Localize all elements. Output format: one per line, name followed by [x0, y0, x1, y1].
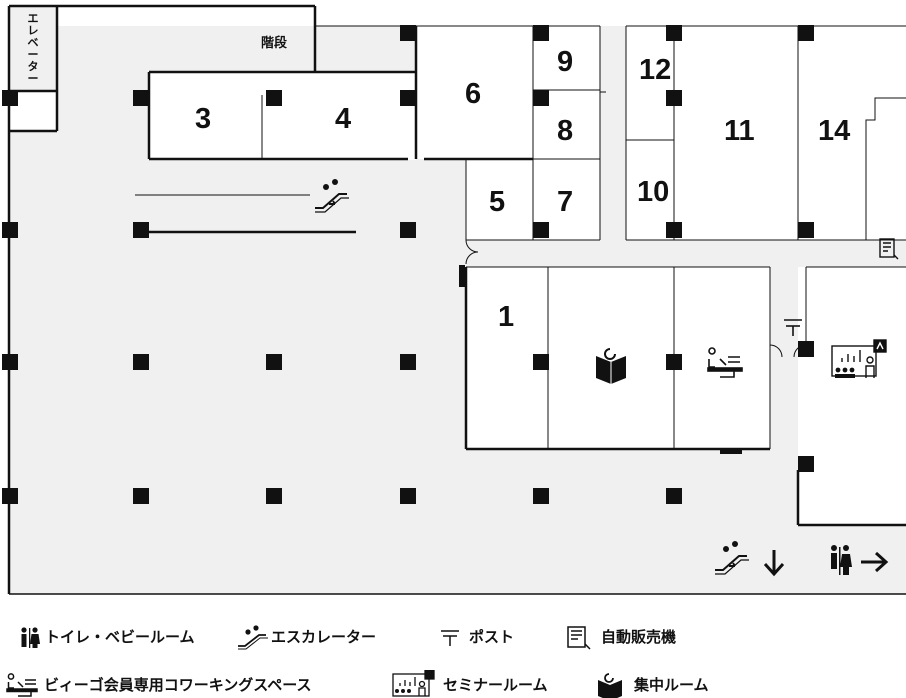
post-icon: [441, 630, 459, 646]
post-icon: [784, 319, 802, 336]
vending-machine-icon: [567, 626, 591, 650]
pillar: [533, 488, 549, 504]
room-7-label: 7: [557, 186, 573, 218]
pillar: [400, 222, 416, 238]
pillar: [798, 341, 814, 357]
escalator-icon: [315, 179, 349, 213]
legend-escalator-label: エスカレーター: [271, 628, 377, 646]
elevator-label-char: エ: [28, 12, 39, 25]
pillar: [666, 222, 682, 238]
elevator-label-char: タ: [28, 60, 39, 73]
pillar: [533, 90, 549, 106]
toilet-icon: [21, 627, 40, 648]
pillar: [400, 90, 416, 106]
coworking-icon: [6, 673, 38, 697]
stairs-label: 階段: [261, 35, 287, 51]
escalator-icon: [238, 625, 268, 650]
elevator-label-char: レ: [28, 24, 39, 37]
pillar: [798, 222, 814, 238]
legend-vending-label: 自動販売機: [601, 628, 677, 646]
pillar: [400, 25, 416, 41]
room-8-label: 8: [557, 115, 573, 147]
pillar: [798, 456, 814, 472]
legend-focus-label: 集中ルーム: [634, 676, 709, 694]
pillar: [2, 488, 18, 504]
pillar: [133, 488, 149, 504]
pillar: [666, 354, 682, 370]
book-icon: [598, 673, 622, 698]
legend-post-label: ポスト: [469, 628, 515, 646]
coworking-icon: [707, 347, 743, 378]
pillar: [798, 25, 814, 41]
pillar: [2, 222, 18, 238]
book-icon: [596, 348, 626, 384]
door-slab: [459, 265, 465, 287]
escalator-down-hint: [715, 541, 785, 577]
legend-seminar-label: セミナールーム: [443, 676, 548, 694]
pillar: [666, 25, 682, 41]
toilet-right-hint: [831, 545, 889, 575]
arrow-down-icon: [763, 550, 785, 577]
elevator-label-char: ベ: [28, 36, 39, 49]
vending-machine-icon: [879, 238, 899, 260]
room-6-label: 6: [465, 78, 481, 110]
room-14-label: 14: [818, 115, 850, 147]
toilet-icon: [831, 545, 852, 575]
elevator-label-char: ー: [28, 72, 39, 85]
pillar: [533, 25, 549, 41]
legend-toilet-label: トイレ・ベビールーム: [45, 628, 195, 646]
pillar: [133, 222, 149, 238]
room-9-label: 9: [557, 46, 573, 78]
pillar: [133, 354, 149, 370]
seminar-icon: [392, 670, 435, 697]
room-10-label: 10: [637, 176, 669, 208]
pillar: [533, 222, 549, 238]
pillar: [133, 90, 149, 106]
room-1-label: 1: [498, 301, 514, 333]
pillar: [400, 488, 416, 504]
pillar: [266, 354, 282, 370]
room-4-label: 4: [335, 103, 351, 135]
pillar: [2, 354, 18, 370]
arrow-right-icon: [861, 551, 889, 573]
pillar: [666, 488, 682, 504]
door-slab: [720, 449, 742, 454]
pillar: [266, 90, 282, 106]
pillar: [266, 488, 282, 504]
pillar: [666, 90, 682, 106]
rooms-fill: [9, 26, 906, 525]
pillar: [533, 354, 549, 370]
pillar: [2, 90, 18, 106]
room-12-label: 11: [724, 115, 755, 147]
elevator-label-char: ー: [28, 48, 39, 61]
room-3-label: 3: [195, 103, 211, 135]
seminar-icon: [831, 339, 887, 378]
room-11-label: 12: [639, 54, 671, 86]
escalator-icon: [715, 541, 749, 575]
room-5-label: 5: [489, 186, 505, 218]
legend-coworking-label: ビィーゴ会員専用コワーキングスペース: [44, 676, 312, 694]
pillars: [2, 25, 814, 504]
pillar: [400, 354, 416, 370]
